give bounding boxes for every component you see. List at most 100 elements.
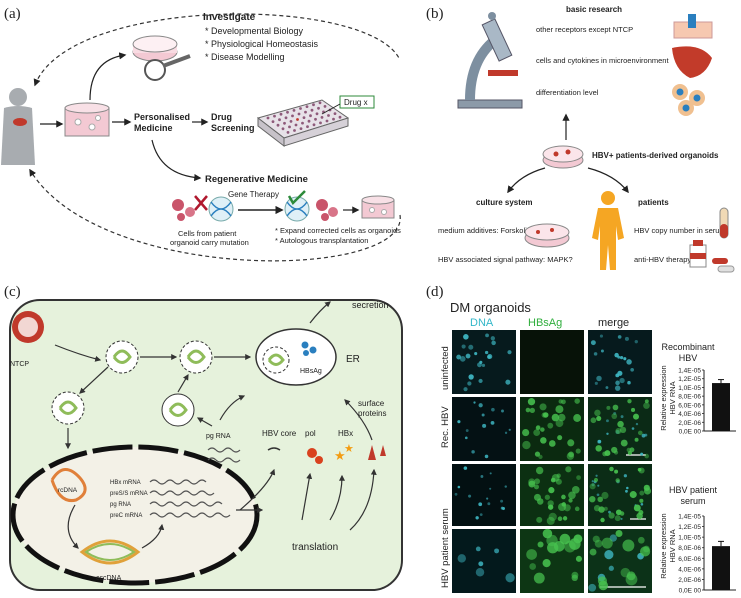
fluorescent-cell: [594, 381, 598, 385]
chart1-ylabel: Relative expression: [659, 365, 668, 430]
mrna-label: HBx mRNA: [110, 480, 141, 486]
panel-d-title: DM organoids: [450, 300, 531, 315]
fluorescent-cell: [612, 404, 619, 411]
hbx-star-icon: ★: [334, 448, 346, 463]
well: [302, 116, 306, 119]
y-tick-label: 1,4E-05: [678, 514, 701, 521]
fluorescent-cell: [561, 494, 566, 500]
bar: [712, 383, 730, 431]
fluorescent-cell: [623, 474, 627, 478]
fluorescent-cell: [454, 492, 458, 496]
well: [299, 107, 302, 110]
well: [319, 121, 322, 125]
bar: [712, 546, 730, 590]
protein-label: HBV core: [262, 429, 297, 438]
fluorescent-cell: [481, 413, 485, 417]
chart2-title: serum: [680, 496, 705, 506]
pills-icon: [712, 258, 735, 273]
y-tick-label: 8,0E-06: [678, 394, 701, 401]
protein-label: pol: [305, 429, 316, 438]
fluorescent-cell: [501, 409, 504, 413]
fluorescent-cell: [468, 374, 474, 380]
well: [320, 116, 324, 119]
fluorescent-cell: [604, 450, 611, 457]
panel-c-letter: (c): [4, 284, 21, 300]
well: [296, 118, 299, 121]
nucleocapsid-icon: [179, 340, 213, 374]
fluorescent-cell: [525, 407, 531, 413]
fluorescent-cell: [526, 549, 537, 560]
fluorescent-cell: [467, 381, 472, 386]
fluorescent-cell: [547, 500, 554, 507]
fluorescent-cell: [546, 516, 555, 525]
panel-b: (b) basic research other receptors excep…: [426, 5, 735, 273]
fluorescent-cell: [459, 356, 466, 362]
fluorescent-cell: [485, 333, 489, 338]
fluorescent-cell: [590, 340, 596, 346]
fluorescent-cell: [544, 494, 550, 500]
well: [286, 110, 289, 114]
fluorescent-cell: [595, 445, 602, 452]
fluorescent-cell: [614, 352, 619, 358]
fluorescent-cell: [573, 414, 582, 422]
human-figure-icon: [592, 191, 624, 270]
er-label: ER: [346, 354, 360, 365]
fluorescent-cell: [614, 469, 619, 474]
microscope-icon: [457, 12, 523, 109]
y-tick-label: 6,0E-06: [678, 402, 701, 409]
well: [293, 129, 296, 132]
fluorescent-cell: [617, 370, 623, 376]
well: [317, 106, 320, 110]
well-plate-icon: [256, 99, 350, 148]
fluorescent-cell: [487, 502, 491, 506]
culture-system-label: culture system: [476, 198, 532, 207]
cells-icon: [672, 84, 705, 116]
well: [304, 110, 307, 114]
culture-item: HBV associated signal pathway: MAPK?: [438, 255, 573, 264]
fluorescent-cell: [619, 511, 625, 516]
well: [309, 114, 312, 118]
fluorescent-cell: [603, 506, 608, 511]
fluorescent-cell: [540, 427, 545, 432]
drug-x-box: [339, 95, 375, 109]
nucleocapsid-icon: [161, 393, 195, 427]
fluorescent-cell: [644, 453, 649, 459]
basic-research-item: differentiation level: [536, 88, 599, 97]
chart2-ylabel: HBV RNA: [668, 529, 677, 562]
chart-hbv-patient-serum: 0,0E 002,0E-064,0E-066,0E-068,0E-061,0E-…: [678, 514, 736, 595]
fluorescent-cell: [522, 440, 531, 450]
cccdna-label: cccDNA: [96, 575, 122, 582]
well: [327, 114, 330, 117]
fluorescent-cell: [620, 439, 628, 447]
fluorescent-cell: [615, 380, 620, 386]
fluorescent-cell: [614, 385, 621, 391]
fluorescent-cell: [463, 387, 468, 392]
fluorescent-cell: [491, 407, 495, 412]
fluorescent-cell: [533, 493, 541, 501]
fluorescent-cell: [634, 437, 639, 442]
well: [301, 121, 304, 125]
protein-label: HBx: [338, 429, 353, 438]
y-tick-label: 1,2E-05: [678, 524, 701, 531]
fluorescent-cell: [637, 467, 642, 472]
row-label-uninfected: uninfected: [440, 346, 451, 390]
fluorescent-cell: [541, 412, 547, 418]
translation-label: translation: [292, 542, 338, 553]
patients-item: anti-HBV therapy: [634, 255, 691, 264]
fluorescent-cell: [481, 363, 486, 368]
expand-caption: * Expand corrected cells as organoids: [275, 226, 401, 235]
er-compartment: [255, 328, 337, 386]
chart1-title: HBV: [679, 353, 698, 363]
fluorescent-cell: [475, 516, 479, 520]
fluorescent-cell: [571, 485, 580, 494]
fluorescent-cell: [601, 491, 609, 500]
fluorescent-cell: [480, 475, 484, 478]
fluorescent-cell: [606, 405, 611, 410]
fluorescent-cell: [568, 498, 573, 503]
fluorescent-cell: [529, 407, 535, 414]
virus-particle-icon: [12, 311, 44, 343]
mutant-cells-icon: [172, 195, 208, 221]
fluorescent-cell: [550, 477, 556, 483]
fluorescent-cell: [529, 563, 537, 570]
fluorescent-cell: [608, 512, 615, 519]
